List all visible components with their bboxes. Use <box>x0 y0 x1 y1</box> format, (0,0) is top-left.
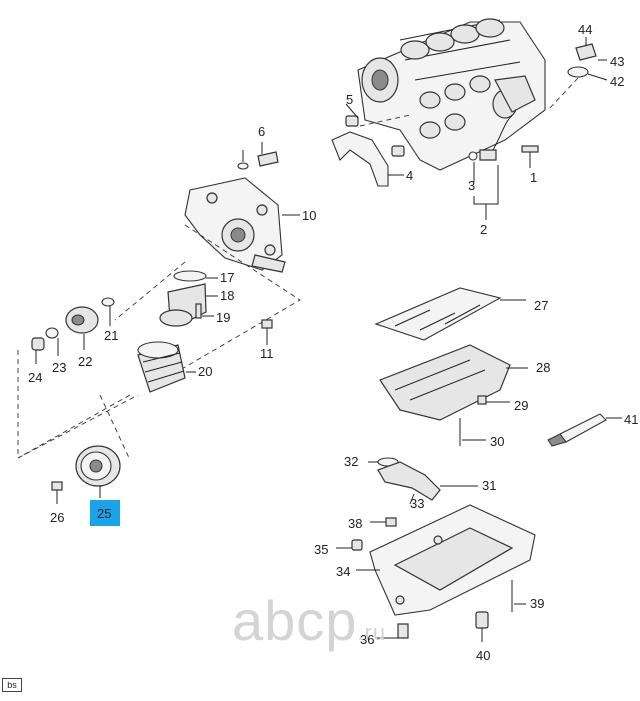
callout-32: 32 <box>344 454 358 469</box>
corner-tag: bs <box>2 678 22 692</box>
callout-11: 11 <box>260 346 274 361</box>
callout-26: 26 <box>50 510 64 525</box>
sensor-bracket <box>547 37 608 111</box>
engine-block <box>357 18 546 171</box>
dipstick-tube <box>468 115 539 220</box>
callout-43: 43 <box>610 54 624 69</box>
callout-40: 40 <box>476 648 490 663</box>
callout-36: 36 <box>360 632 374 647</box>
callout-1: 1 <box>530 170 537 185</box>
callout-33: 33 <box>410 496 424 511</box>
callout-18: 18 <box>220 288 234 303</box>
callout-22: 22 <box>78 354 92 369</box>
crank-pulley <box>51 445 121 504</box>
callout-27: 27 <box>534 298 548 313</box>
bolt-11 <box>261 319 273 345</box>
callout-2: 2 <box>480 222 487 237</box>
callout-labels: 44 43 42 5 6 3 1 4 2 10 17 18 19 21 11 2… <box>28 22 638 663</box>
callout-28: 28 <box>536 360 550 375</box>
callout-39: 39 <box>530 596 544 611</box>
callout-30: 30 <box>490 434 504 449</box>
watermark-logo: abcp.ru <box>232 589 387 652</box>
callout-35: 35 <box>314 542 328 557</box>
callout-6: 6 <box>258 124 265 139</box>
oil-pan <box>336 504 536 642</box>
sealant-tube <box>547 413 622 447</box>
rear-cover <box>331 103 411 187</box>
oil-pump-gear <box>31 297 115 364</box>
filter-housing <box>159 270 218 327</box>
callout-20: 20 <box>198 364 212 379</box>
pan-gasket <box>374 287 526 341</box>
callout-17: 17 <box>220 270 234 285</box>
callout-29: 29 <box>514 398 528 413</box>
callout-34: 34 <box>336 564 350 579</box>
callout-19: 19 <box>216 310 230 325</box>
callout-25-selected[interactable]: 25 <box>90 500 120 526</box>
oil-pickup <box>368 457 478 505</box>
oil-filter <box>137 341 196 393</box>
callout-31: 31 <box>482 478 496 493</box>
callout-44: 44 <box>578 22 592 37</box>
callout-25: 25 <box>97 506 111 521</box>
callout-24: 24 <box>28 370 42 385</box>
callout-23: 23 <box>52 360 66 375</box>
callout-42: 42 <box>610 74 624 89</box>
callout-21: 21 <box>104 328 118 343</box>
oil-pump <box>184 142 300 273</box>
callout-3: 3 <box>468 178 475 193</box>
callout-4: 4 <box>406 168 413 183</box>
oil-baffle <box>379 344 528 446</box>
callout-41: 41 <box>624 412 638 427</box>
callout-10: 10 <box>302 208 316 223</box>
callout-5: 5 <box>346 92 353 107</box>
callout-38: 38 <box>348 516 362 531</box>
